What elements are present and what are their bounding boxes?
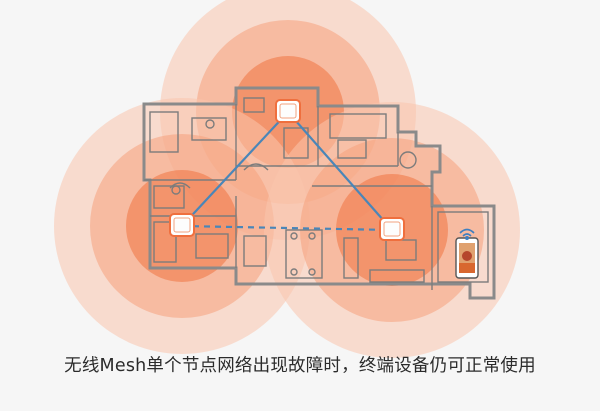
floor-plan: [142, 86, 496, 300]
router-icon: [275, 99, 301, 123]
mesh-links: [181, 111, 393, 232]
router-icon: [169, 213, 195, 237]
link-top-left: [181, 111, 289, 227]
link-left-right-broken: [181, 224, 393, 232]
smartphone-icon: [455, 237, 479, 279]
caption-text: 无线Mesh单个节点网络出现故障时，终端设备仍可正常使用: [64, 356, 536, 376]
link-top-right: [287, 111, 393, 231]
router-icon: [379, 217, 405, 241]
wifi-icon: [459, 228, 475, 241]
